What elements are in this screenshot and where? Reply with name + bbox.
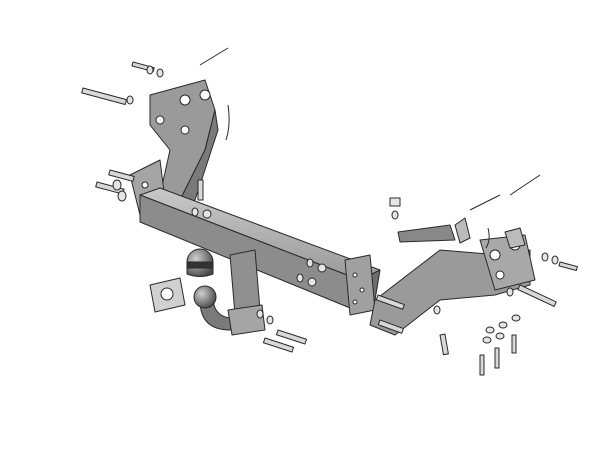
ball-cap [186, 248, 214, 277]
left-side-bracket [129, 79, 219, 216]
cable-ties [199, 47, 541, 249]
tow-ball-neck [193, 249, 266, 336]
right-side-bracket [369, 217, 536, 336]
socket-plate [149, 277, 186, 313]
bolts [81, 61, 578, 376]
nuts-and-washers [112, 65, 559, 344]
tow-ball [193, 285, 217, 309]
